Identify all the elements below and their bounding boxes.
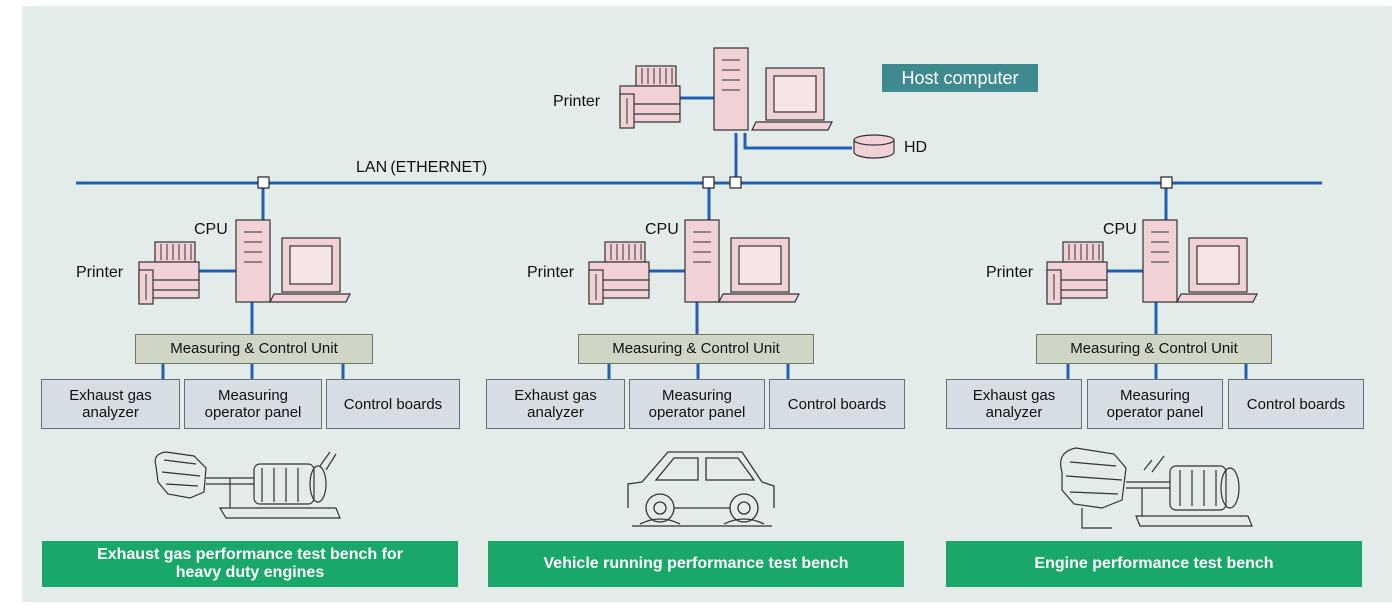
car-on-chassis-dynamometer-icon	[627, 451, 775, 527]
hard-disk-icon	[853, 134, 895, 159]
lan-label: LAN (ETHERNET)	[356, 159, 488, 176]
engine-dynamometer-icon	[154, 451, 341, 519]
printer-icon	[588, 241, 650, 305]
engine-dynamometer-icon	[1060, 447, 1253, 529]
cpu-label-1: CPU	[194, 221, 228, 238]
printer-label-2: Printer	[527, 264, 575, 281]
measuring-operator-panel-1: Measuring operator panel	[184, 379, 322, 429]
printer-label-1: Printer	[76, 264, 124, 281]
cpu-label-3: CPU	[1103, 221, 1137, 238]
cpu-workstation-icon	[235, 219, 351, 303]
diagram-background	[22, 6, 1392, 602]
hd-label: HD	[904, 139, 928, 156]
host-to-hd	[743, 133, 852, 150]
measuring-operator-panel-3: Measuring operator panel	[1087, 379, 1223, 429]
printer-label-3: Printer	[986, 264, 1034, 281]
exhaust-gas-analyzer-2: Exhaust gas analyzer	[486, 379, 625, 429]
host-computer-badge: Host computer	[882, 64, 1038, 92]
lan-node-host	[729, 176, 742, 189]
measuring-control-unit-3: Measuring & Control Unit	[1036, 334, 1272, 364]
host-computer-icon	[713, 47, 833, 131]
bench-label-1: Exhaust gas performance test bench for h…	[42, 541, 458, 587]
cpu-label-2: CPU	[645, 221, 679, 238]
printer-icon	[619, 65, 681, 129]
control-boards-3: Control boards	[1228, 379, 1364, 429]
measuring-control-unit-1: Measuring & Control Unit	[135, 334, 373, 364]
bench-label-3: Engine performance test bench	[946, 541, 1362, 587]
exhaust-gas-analyzer-3: Exhaust gas analyzer	[946, 379, 1082, 429]
bench-label-2: Vehicle running performance test bench	[488, 541, 904, 587]
printer-icon	[138, 241, 200, 305]
control-boards-1: Control boards	[326, 379, 460, 429]
lan-node-2	[702, 176, 715, 189]
host-printer-label: Printer	[553, 93, 601, 110]
measuring-operator-panel-2: Measuring operator panel	[629, 379, 765, 429]
cpu-workstation-icon	[1142, 219, 1258, 303]
exhaust-gas-analyzer-1: Exhaust gas analyzer	[41, 379, 180, 429]
lan-node-1	[257, 176, 270, 189]
lan-node-3	[1160, 176, 1173, 189]
control-boards-2: Control boards	[769, 379, 905, 429]
measuring-control-unit-2: Measuring & Control Unit	[578, 334, 814, 364]
printer-icon	[1046, 241, 1108, 305]
cpu-workstation-icon	[684, 219, 800, 303]
